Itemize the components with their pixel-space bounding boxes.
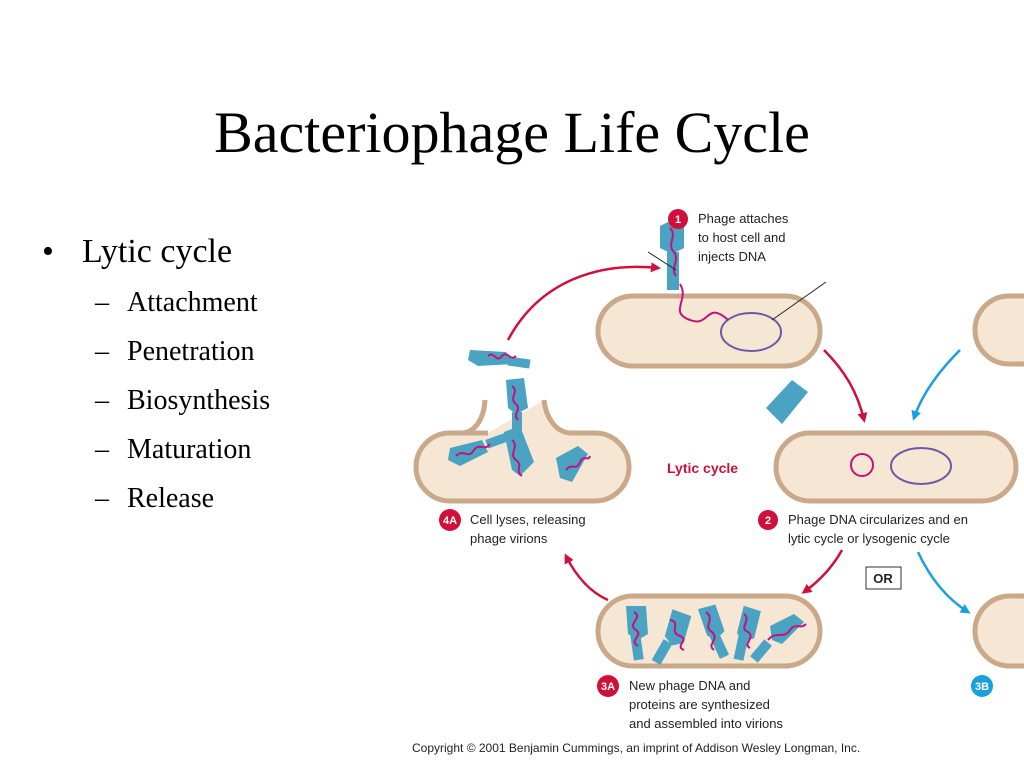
sub-bullet-label: Attachment [127, 287, 258, 318]
sub-bullet-list: –Attachment –Penetration –Biosynthesis –… [42, 278, 270, 523]
bullet-marker: • [42, 233, 54, 270]
caption-line: Cell lyses, releasing [470, 512, 586, 527]
or-box: OR [865, 566, 902, 590]
lysogenic-cells [972, 293, 1024, 669]
host-cell-step-4a [413, 350, 808, 504]
step-4a-badge: 4A [439, 509, 461, 531]
step-1-badge: 1 [668, 209, 688, 229]
host-cell-step-2 [773, 430, 1019, 504]
dash-marker: – [95, 336, 109, 367]
bullet-lytic-cycle: •Lytic cycle –Attachment –Penetration –B… [42, 230, 270, 523]
sub-bullet-maturation: –Maturation [42, 425, 270, 474]
step-3b-badge: 3B [971, 675, 993, 697]
lysogenic-arrows [911, 349, 971, 614]
dash-marker: – [95, 483, 109, 514]
sub-bullet-attachment: –Attachment [42, 278, 270, 327]
step-4a-caption: Cell lyses, releasing phage virions [470, 512, 589, 546]
sub-bullet-label: Maturation [127, 434, 252, 465]
caption-line: New phage DNA and [629, 678, 750, 693]
dash-marker: – [95, 287, 109, 318]
caption-line: to host cell and [698, 230, 785, 245]
sub-bullet-penetration: –Penetration [42, 327, 270, 376]
slide-title: Bacteriophage Life Cycle [214, 100, 810, 165]
step-3b-number: 3B [975, 681, 989, 693]
step-1-number: 1 [675, 214, 681, 226]
host-cell-step-3a [595, 593, 823, 669]
copyright-notice: Copyright © 2001 Benjamin Cummings, an i… [412, 741, 860, 755]
step-3a-number: 3A [601, 681, 615, 693]
step-3a-badge: 3A [597, 675, 619, 697]
step-3a-caption: New phage DNA and proteins are synthesiz… [629, 678, 783, 731]
sub-bullet-label: Penetration [127, 336, 255, 367]
sub-bullet-release: –Release [42, 474, 270, 523]
lytic-cycle-label: Lytic cycle [667, 460, 738, 476]
step-2-caption: Phage DNA circularizes and en lytic cycl… [788, 512, 972, 546]
caption-line: and assembled into virions [629, 716, 783, 731]
sub-bullet-label: Biosynthesis [127, 385, 271, 416]
step-4a-number: 4A [443, 515, 457, 527]
dash-marker: – [95, 385, 109, 416]
caption-line: lytic cycle or lysogenic cycle [788, 531, 950, 546]
step-2-number: 2 [765, 515, 771, 527]
dash-marker: – [95, 434, 109, 465]
step-1-caption: Phage attaches to host cell and injects … [698, 211, 792, 264]
sub-bullet-biosynthesis: –Biosynthesis [42, 376, 270, 425]
caption-line: proteins are synthesized [629, 697, 770, 712]
caption-line: Phage DNA circularizes and en [788, 512, 968, 527]
bullet-list: •Lytic cycle –Attachment –Penetration –B… [42, 230, 270, 523]
host-cell-step-1 [595, 220, 827, 369]
lytic-arrows [506, 262, 868, 602]
caption-line: phage virions [470, 531, 548, 546]
sub-bullet-label: Release [127, 483, 215, 514]
bullet-label: Lytic cycle [82, 233, 233, 270]
step-2-badge: 2 [758, 510, 778, 530]
caption-line: Phage attaches [698, 211, 789, 226]
or-label: OR [873, 571, 893, 586]
caption-line: injects DNA [698, 249, 766, 264]
